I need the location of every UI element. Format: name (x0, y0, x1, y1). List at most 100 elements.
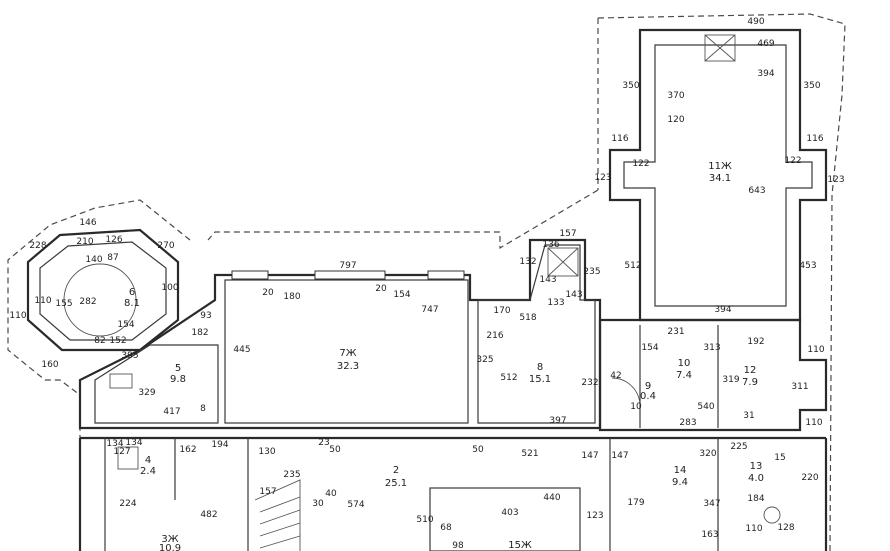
dim: 350 (622, 81, 639, 91)
dim: 10 (630, 402, 642, 412)
dim: 417 (163, 407, 180, 417)
dim: 311 (791, 382, 808, 392)
room11-inner (623, 44, 813, 307)
dim: 370 (667, 91, 684, 101)
dim: 93 (200, 311, 211, 321)
dim: 120 (667, 115, 684, 125)
dim: 521 (521, 449, 538, 459)
room-area-2: 25.1 (385, 478, 407, 489)
dim: 232 (581, 378, 598, 388)
room-area-13: 4.0 (748, 473, 764, 484)
dim: 350 (803, 81, 820, 91)
skylight-cross (704, 34, 736, 62)
dim: 643 (748, 186, 765, 196)
dim: 134 (125, 438, 142, 448)
dim: 210 (76, 237, 93, 247)
dim: 319 (722, 375, 739, 385)
room-label-11: 11Ж (708, 161, 732, 172)
room-area-9: 0.4 (640, 391, 656, 402)
dim: 216 (486, 331, 503, 341)
dim: 122 (632, 159, 649, 169)
room-label-9: 9 (645, 381, 651, 392)
dim: 235 (283, 470, 300, 480)
dim: 68 (440, 523, 452, 533)
dim: 329 (138, 388, 155, 398)
room-label-6: 6 (129, 287, 135, 298)
room-label-3: 3Ж (161, 534, 178, 545)
room-area-6: 8.1 (124, 298, 140, 309)
dim: 469 (757, 39, 774, 49)
room-area-5: 9.8 (170, 374, 186, 385)
dim: 87 (107, 253, 118, 263)
dim: 147 (581, 451, 598, 461)
room-label-12: 12 (744, 365, 757, 376)
tower-outer-wall (26, 228, 180, 352)
dim: 228 (29, 241, 46, 251)
room-area-8: 15.1 (529, 374, 551, 385)
room15-wall (429, 487, 581, 551)
dim: 394 (757, 69, 774, 79)
dim: 23 (318, 438, 329, 448)
dim: 162 (179, 445, 196, 455)
dim: 313 (703, 343, 720, 353)
room5-wall (94, 344, 219, 424)
dim: 100 (161, 283, 178, 293)
bath-fixture (109, 373, 133, 389)
plan-boundary (7, 13, 846, 551)
room-label-7: 7Ж (339, 348, 356, 359)
room7-wall (224, 279, 469, 424)
room-area-11: 34.1 (709, 173, 731, 184)
dim: 50 (472, 445, 484, 455)
dim: 182 (191, 328, 208, 338)
dim: 154 (117, 320, 134, 330)
dim: 132 (519, 257, 536, 267)
stair-137 (547, 247, 579, 277)
dim: 157 (259, 487, 276, 497)
room-label-4: 4 (145, 455, 151, 466)
room9-arc (611, 377, 641, 407)
room-area-3: 10.9 (159, 543, 181, 551)
wc-fixture (117, 446, 139, 470)
room7-window-1 (231, 270, 269, 280)
stair-137-cross (547, 247, 579, 277)
dim: 180 (283, 292, 300, 302)
room-area-12: 7.9 (742, 377, 758, 388)
skylight-icon (704, 34, 736, 62)
room-labels: 11Ж 34.1 7Ж 32.3 8 15.1 6 8.1 5 9.8 10 7… (124, 161, 764, 551)
dim: 320 (699, 449, 716, 459)
dim: 123 (594, 173, 611, 183)
dim: 50 (329, 445, 341, 455)
dim: 126 (105, 235, 122, 245)
east-block-wall (598, 318, 828, 432)
dim: 98 (452, 541, 464, 551)
room-label-10: 10 (678, 358, 691, 369)
dim: 160 (41, 360, 58, 370)
dim: 192 (747, 337, 764, 347)
dim: 154 (641, 343, 658, 353)
dim: 224 (119, 499, 136, 509)
dim: 31 (743, 411, 754, 421)
dim: 15 (774, 453, 785, 463)
dim: 130 (258, 447, 275, 457)
dim: 8 (200, 404, 206, 414)
dim: 397 (549, 416, 566, 426)
dim: 40 (325, 489, 337, 499)
dim: 797 (339, 261, 356, 271)
room7-window-2 (314, 270, 386, 280)
dim: 134 (106, 439, 123, 449)
dim: 122 (784, 156, 801, 166)
dim: 140 (85, 255, 102, 265)
room8-wall (477, 244, 596, 424)
dim: 512 (500, 373, 517, 383)
room-area-4: 2.4 (140, 466, 156, 477)
dim: 179 (627, 498, 644, 508)
dim: 194 (211, 440, 228, 450)
corridor-wall (78, 436, 828, 551)
dim: 394 (714, 305, 731, 315)
dim: 110 (745, 524, 762, 534)
dim: 747 (421, 305, 438, 315)
dim: 123 (586, 511, 603, 521)
dim: 482 (200, 510, 217, 520)
dim: 110 (9, 311, 26, 321)
dim: 220 (801, 473, 818, 483)
